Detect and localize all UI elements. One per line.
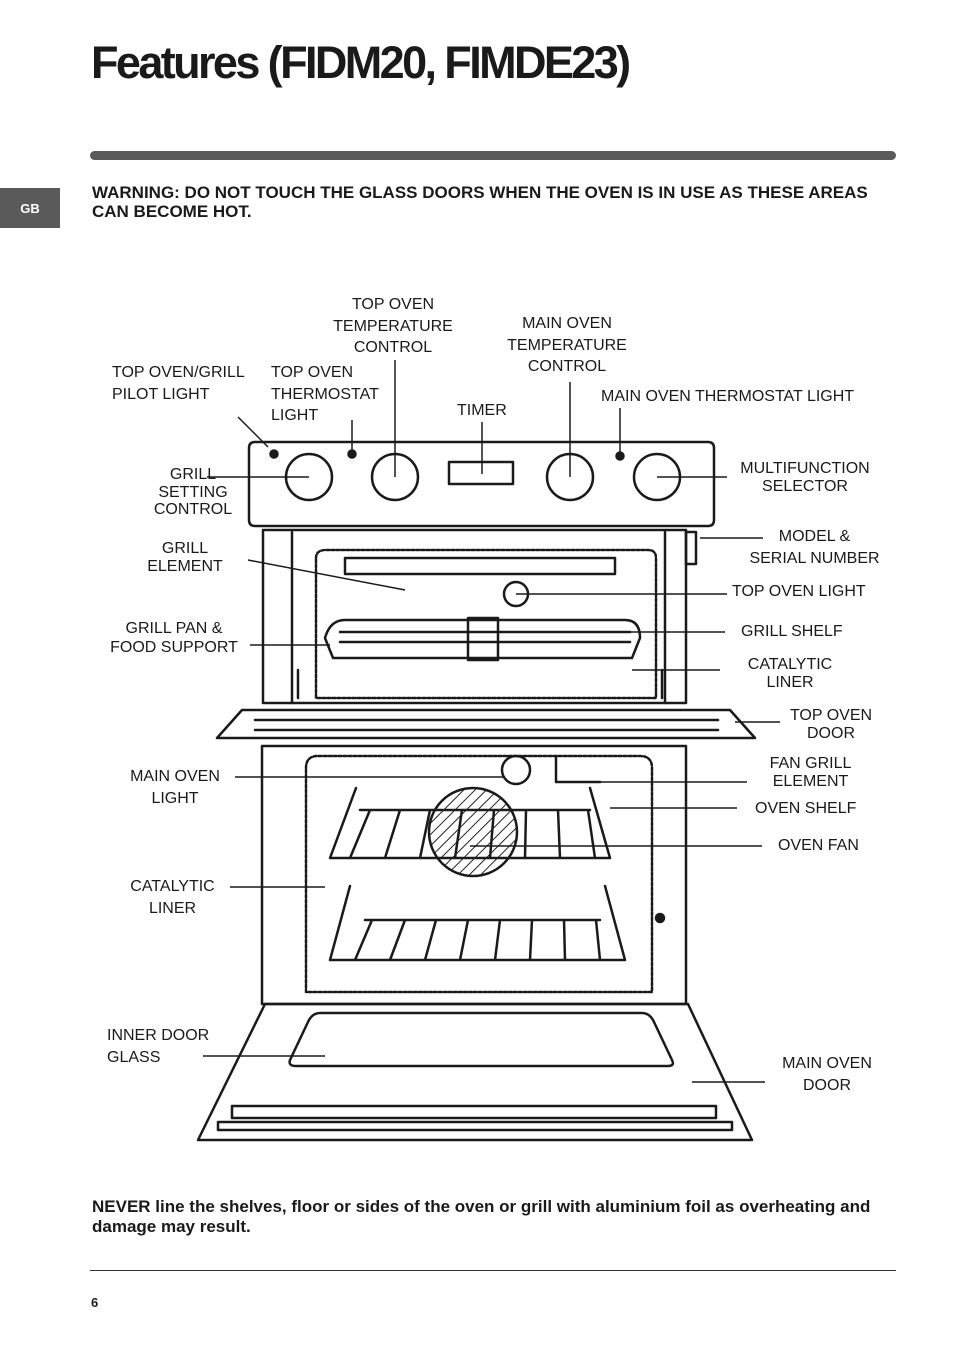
label-line: FOOD SUPPORT (110, 639, 238, 656)
label-line: TEMPERATURE (333, 317, 453, 335)
oven-diagram: TOP OVEN/GRILL PILOT LIGHT TOP OVEN THER… (0, 280, 954, 1160)
label-line: MAIN OVEN THERMOSTAT LIGHT (601, 388, 855, 405)
label-main-oven-light: MAIN OVEN LIGHT (120, 766, 230, 809)
label-line: FAN GRILL (769, 755, 852, 772)
label-top-oven-door: TOP OVEN DOOR (781, 707, 881, 742)
inner-door-glass (288, 1011, 675, 1068)
main-oven-door (196, 1002, 754, 1142)
label-line: CONTROL (527, 358, 607, 375)
label-line: CONTROL (153, 501, 233, 518)
label-oven-shelf: OVEN SHELF (755, 798, 856, 820)
title-rule (90, 151, 896, 160)
oven-shelf-lower (328, 884, 627, 962)
label-model-serial-number: MODEL & SERIAL NUMBER (742, 526, 887, 569)
label-line: MAIN OVEN (130, 768, 220, 785)
label-main-oven-thermostat-light: MAIN OVEN THERMOSTAT LIGHT (601, 386, 854, 408)
label-line: OVEN SHELF (755, 800, 857, 817)
label-top-oven-thermostat-light: TOP OVEN THERMOSTAT LIGHT (271, 362, 379, 427)
label-line: LINER (766, 673, 814, 691)
label-line: THERMOSTAT (271, 385, 379, 403)
label-line: GRILL SHELF (741, 623, 843, 640)
label-top-oven-grill-pilot-light: TOP OVEN/GRILL PILOT LIGHT (112, 362, 245, 405)
label-grill-element: GRILL ELEMENT (135, 540, 235, 575)
label-line: LIGHT (271, 407, 319, 424)
label-line: SERIAL NUMBER (749, 549, 880, 567)
label-oven-fan: OVEN FAN (778, 835, 859, 857)
label-line: ELEMENT (772, 772, 849, 790)
top-thermostat-dot (347, 449, 357, 459)
label-line: ELEMENT (147, 557, 223, 575)
label-line: CONTROL (353, 339, 433, 356)
footer-rule (90, 1270, 896, 1271)
label-grill-pan-food-support: GRILL PAN & FOOD SUPPORT (104, 619, 244, 657)
oven-fan (427, 786, 519, 878)
label-line: PILOT LIGHT (112, 385, 210, 403)
label-main-oven-temperature-control: MAIN OVEN TEMPERATURE CONTROL (502, 313, 632, 378)
label-line: GRILL (161, 540, 209, 557)
top-oven-door (215, 708, 757, 740)
label-line: GLASS (107, 1048, 161, 1066)
main-oven-liner (304, 754, 654, 994)
label-catalytic-liner-main: CATALYTIC LINER (120, 876, 225, 919)
warning-text: WARNING: DO NOT TOUCH THE GLASS DOORS WH… (92, 183, 868, 221)
label-line: TOP OVEN (351, 296, 435, 313)
page-title: Features (FIDM20, FIMDE23) (91, 37, 631, 88)
label-line: CATALYTIC (130, 878, 215, 895)
oven-illustration (196, 360, 780, 1142)
page-number: 6 (91, 1295, 99, 1310)
label-line: GRILL (169, 466, 217, 483)
label-catalytic-liner-top: CATALYTIC LINER (735, 656, 845, 691)
label-line: LINER (148, 899, 197, 917)
label-line: TOP OVEN/GRILL (112, 364, 245, 381)
pilot-light-dot (269, 449, 279, 459)
label-line: INNER DOOR (107, 1027, 210, 1044)
language-tab: GB (0, 188, 60, 228)
label-line: DOOR (807, 724, 855, 742)
label-line: TOP OVEN LIGHT (732, 583, 866, 600)
label-inner-door-glass: INNER DOOR GLASS (107, 1025, 209, 1068)
label-line: CATALYTIC (747, 656, 833, 673)
grill-pan (323, 618, 642, 660)
main-oven-light-bulb (500, 754, 532, 786)
label-top-oven-light: TOP OVEN LIGHT (732, 581, 866, 603)
label-timer: TIMER (457, 400, 507, 422)
label-multifunction-selector: MULTIFUNCTION SELECTOR (730, 460, 880, 495)
label-line: OVEN FAN (778, 837, 859, 854)
label-top-oven-temperature-control: TOP OVEN TEMPERATURE CONTROL (328, 294, 458, 359)
label-fan-grill-element: FAN GRILL ELEMENT (758, 755, 863, 790)
label-line: MODEL & (778, 528, 851, 545)
label-grill-shelf: GRILL SHELF (741, 621, 843, 643)
label-line: MAIN OVEN (782, 1055, 872, 1072)
label-line: TIMER (457, 402, 507, 419)
label-line: TOP OVEN (271, 364, 354, 381)
label-line: SELECTOR (762, 477, 848, 495)
foil-notice: NEVER line the shelves, floor or sides o… (92, 1197, 871, 1236)
label-line: TEMPERATURE (507, 336, 627, 354)
label-line: SETTING (158, 483, 228, 501)
top-oven-frame (261, 528, 688, 705)
label-line: GRILL PAN & (125, 620, 223, 637)
label-line: MULTIFUNCTION (740, 460, 870, 477)
label-line: DOOR (803, 1076, 851, 1094)
label-main-oven-door: MAIN OVEN DOOR (772, 1053, 882, 1096)
model-plate (684, 530, 698, 566)
label-line: LIGHT (151, 789, 199, 807)
timer-display (447, 460, 515, 486)
label-line: TOP OVEN (789, 707, 873, 724)
label-grill-setting-control: GRILL SETTING CONTROL (143, 466, 243, 519)
top-oven-liner (314, 548, 658, 700)
label-line: MAIN OVEN (522, 315, 612, 332)
main-thermostat-dot (615, 451, 625, 461)
control-panel (247, 440, 716, 528)
